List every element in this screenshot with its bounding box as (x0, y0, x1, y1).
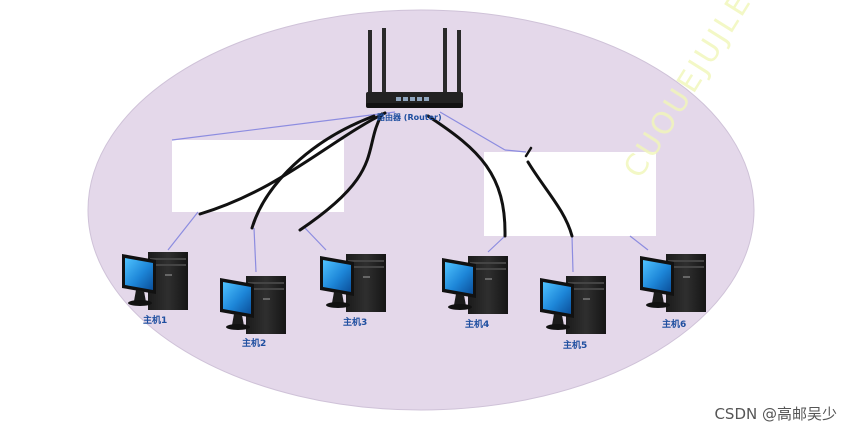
host-icon-3 (320, 254, 386, 312)
cable-host3 (298, 112, 384, 232)
cover-box-left (172, 140, 344, 212)
cable-host2 (250, 114, 376, 230)
host-label-2: 主机2 (242, 339, 267, 349)
cable-host5 (526, 160, 574, 238)
csdn-watermark: CSDN @高邮吴少 (714, 405, 837, 423)
host-label-6: 主机6 (662, 320, 687, 330)
network-links (167, 111, 649, 273)
host-label-4: 主机4 (465, 320, 490, 330)
host-label-5: 主机5 (563, 341, 588, 351)
host-icon-6 (640, 254, 706, 312)
host-icon-2 (220, 276, 286, 334)
cover-box-right (484, 152, 656, 236)
host-icon-5 (540, 276, 606, 334)
host-label-1: 主机1 (143, 316, 168, 326)
cable-host4 (426, 114, 507, 238)
router-label: 路由器 (Router) (377, 113, 442, 122)
host-label-3: 主机3 (343, 318, 368, 328)
drawn-cables (198, 111, 574, 238)
pen-mark (524, 146, 533, 158)
router-icon (366, 28, 463, 108)
host-icon-1 (122, 252, 188, 310)
host-icon-4 (442, 256, 508, 314)
cable-host1 (198, 111, 387, 216)
